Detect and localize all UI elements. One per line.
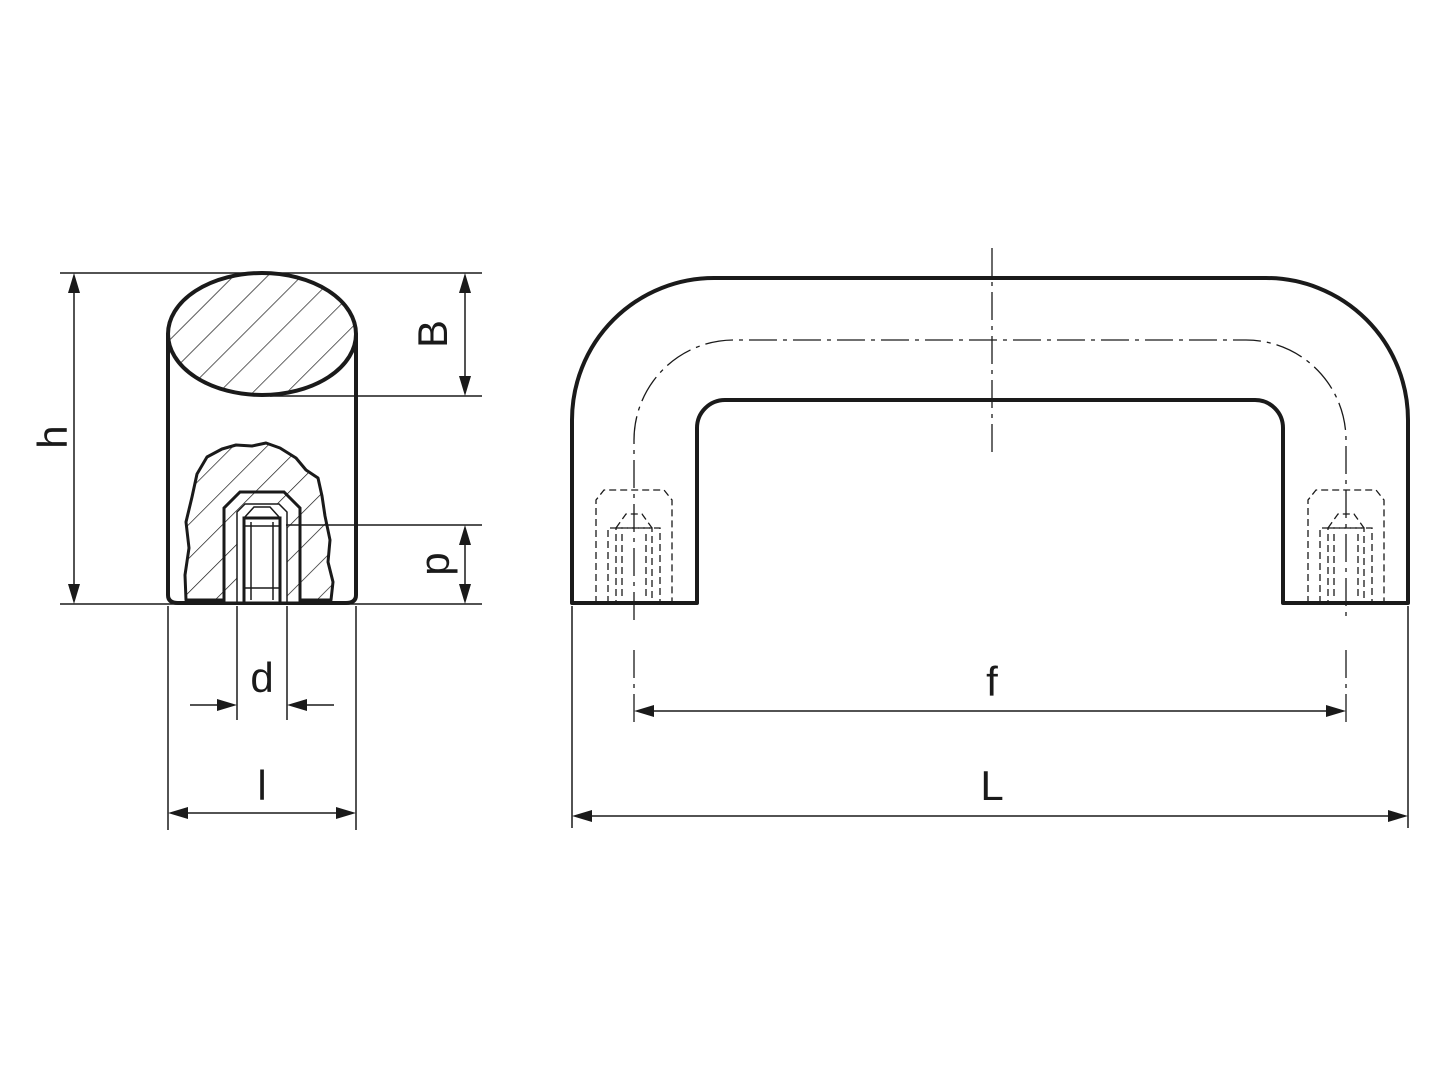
label-p: p xyxy=(411,552,458,575)
handle-centerline xyxy=(633,339,1347,620)
dimension-l: l xyxy=(168,762,356,819)
side-section-view: h B p d l xyxy=(29,271,482,830)
front-extension-lines xyxy=(571,606,1409,828)
front-view: f L xyxy=(570,248,1410,828)
left-hidden-insert xyxy=(595,489,673,604)
broken-out-section xyxy=(183,441,335,605)
label-d: d xyxy=(250,654,273,701)
label-L: L xyxy=(980,762,1003,809)
dimension-f: f xyxy=(634,658,1346,717)
right-hidden-insert xyxy=(1307,489,1385,604)
dimension-b: B xyxy=(409,273,471,396)
label-h: h xyxy=(29,425,76,448)
label-l: l xyxy=(257,762,266,809)
cross-section-ellipse xyxy=(166,271,358,397)
handle-outline xyxy=(570,276,1410,605)
dimension-d: d xyxy=(190,654,334,711)
dimension-L: L xyxy=(572,762,1408,822)
side-extension-lines xyxy=(60,272,482,830)
dimension-h: h xyxy=(29,273,80,604)
label-f: f xyxy=(986,658,998,705)
label-b: B xyxy=(409,320,456,348)
dimension-p: p xyxy=(411,525,471,604)
